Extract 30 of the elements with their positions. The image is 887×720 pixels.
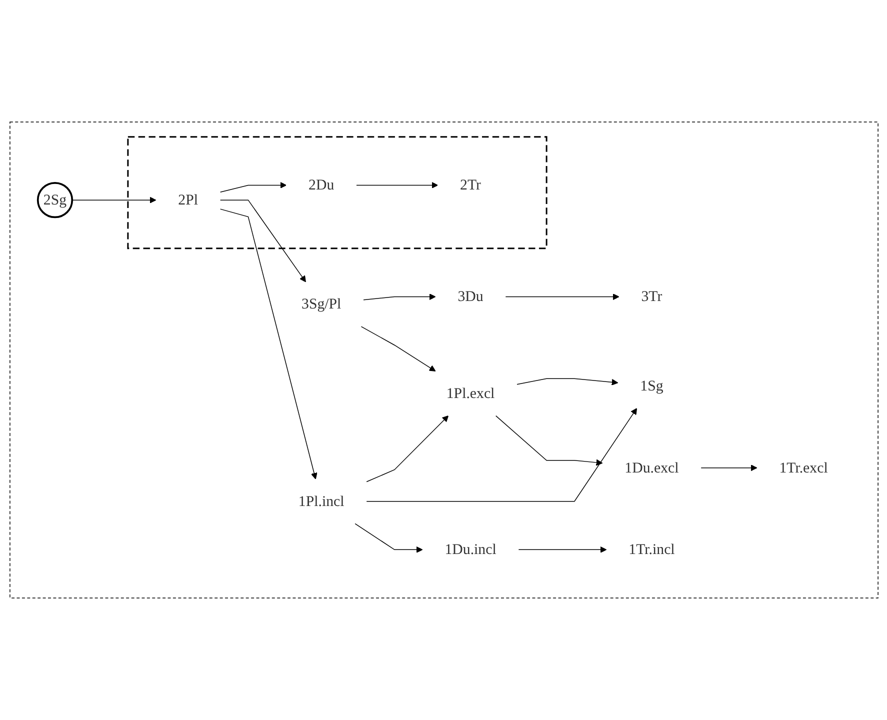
node-text: 2Du bbox=[308, 177, 334, 194]
arrow bbox=[219, 208, 317, 480]
node-text: 3Tr bbox=[640, 288, 662, 305]
node-text: 2Tr bbox=[460, 177, 481, 194]
arrow bbox=[516, 378, 618, 386]
arrow bbox=[504, 294, 619, 300]
arrow bbox=[518, 546, 606, 553]
node-text: 1Pl.excl bbox=[446, 385, 494, 402]
node-text: 1Du.excl bbox=[624, 460, 678, 476]
arrow bbox=[366, 416, 448, 482]
node-text: 1Du.incl bbox=[444, 541, 496, 558]
node-circle bbox=[36, 182, 73, 218]
arrow bbox=[360, 326, 436, 372]
node-text: 3Sg/Pl bbox=[301, 296, 341, 312]
node-text: 1Pl.incl bbox=[298, 493, 344, 510]
arrow bbox=[356, 182, 438, 188]
cluster bbox=[126, 136, 547, 250]
node-text: 1Tr.incl bbox=[628, 541, 674, 558]
node-text: 2Pl bbox=[178, 192, 198, 208]
arrow bbox=[362, 294, 436, 300]
node-text: 1Sg bbox=[640, 378, 663, 394]
arrow bbox=[354, 523, 422, 553]
arrow bbox=[219, 182, 286, 192]
node-text: 1Tr.excl bbox=[778, 460, 828, 476]
arrow bbox=[71, 196, 156, 204]
arrow bbox=[366, 408, 637, 502]
arrow bbox=[495, 415, 602, 466]
arrow bbox=[700, 464, 757, 472]
node-text: 3Du bbox=[457, 288, 483, 305]
arrow bbox=[219, 200, 306, 282]
